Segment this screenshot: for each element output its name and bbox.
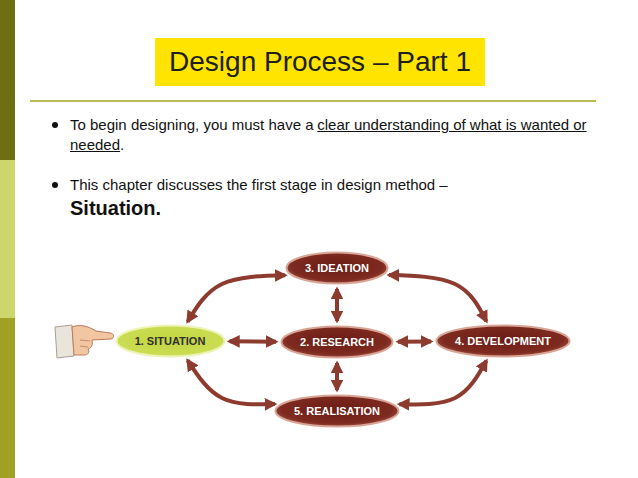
bullet-item: To begin designing, you must have aclear… [70, 115, 595, 155]
bullet-dot [52, 122, 58, 128]
ellipse-outline [287, 253, 388, 284]
hand-palm [72, 326, 114, 355]
bullet-text: . [120, 136, 124, 153]
title-banner: Design Process – Part 1 [155, 38, 485, 86]
cycle-arrow [335, 289, 339, 321]
stage-ellipse: 1. SITUATION [115, 324, 226, 358]
ellipse-outline [116, 326, 224, 357]
stage-label: 5. REALISATION [294, 405, 380, 417]
pointing-hand [55, 325, 114, 358]
title-rule [30, 100, 596, 102]
cycle-arrow [389, 275, 486, 321]
side-bar-segment [0, 318, 15, 478]
hand-cuff [55, 325, 74, 358]
bullet-text: This chapter discusses the first stage i… [70, 176, 448, 193]
hand-fingers [80, 340, 90, 347]
stage-ellipse: 3. IDEATION [285, 251, 389, 285]
stage-label: 4. DEVELOPMENT [455, 335, 551, 347]
stage-ellipse: 2. RESEARCH [280, 325, 394, 359]
side-bar-segment [0, 160, 15, 318]
stage-label: 2. RESEARCH [300, 336, 374, 348]
side-bar [0, 0, 15, 478]
stage-label: 3. IDEATION [305, 262, 369, 274]
ellipse-outline [276, 396, 399, 427]
bullet-text: To begin designing, you must have a [70, 116, 314, 133]
bullet-item: This chapter discusses the first stage i… [70, 175, 595, 221]
cycle-arrow [188, 360, 275, 404]
cycle-arrow [229, 339, 276, 343]
ellipse-outline [282, 327, 393, 358]
side-bar-segment [0, 0, 15, 160]
cycle-arrow [335, 363, 339, 390]
cycle-arrow [399, 361, 486, 405]
stage-ellipse: 5. REALISATION [274, 394, 400, 428]
cycle-arrow [188, 275, 286, 321]
stage-label: 1. SITUATION [135, 335, 206, 347]
ellipse-outline [437, 326, 570, 357]
cycle-arrow [398, 339, 431, 343]
stage-name: Situation. [70, 195, 595, 221]
bullet-dot [52, 182, 58, 188]
stage-ellipse: 4. DEVELOPMENT [435, 324, 571, 358]
